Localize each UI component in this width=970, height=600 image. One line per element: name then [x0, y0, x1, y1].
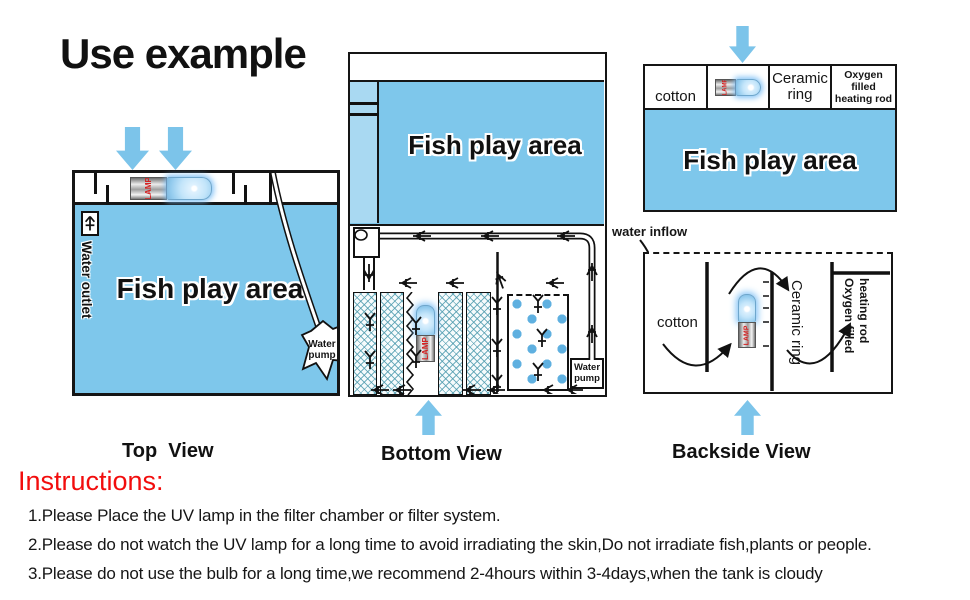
uv-lamp-icon: LAMP	[416, 305, 435, 362]
ceramic-ring-cell: Ceramic ring	[770, 66, 832, 108]
zigzag-filter-edge	[406, 292, 415, 395]
uv-lamp-icon: LAMP	[738, 294, 756, 348]
fish-play-area-label: Fish play area	[683, 144, 857, 175]
insert-arrow-down-icon	[116, 127, 149, 170]
top-view-tank: LAMP Water outlet Fish play area Water p…	[72, 170, 340, 396]
fish-area-region: Fish play area	[350, 80, 604, 226]
lid-slot	[106, 185, 109, 205]
filter-panel	[466, 292, 491, 395]
overflow-column	[350, 82, 379, 223]
lamp-metal-body: LAMP	[130, 177, 168, 200]
tank-lid-strip: LAMP	[75, 173, 337, 205]
insert-arrow-down-icon	[159, 127, 192, 170]
lid-slot	[232, 173, 235, 194]
lid-slot	[244, 185, 247, 205]
lamp-glass-bulb	[736, 78, 761, 96]
lamp-metal-body: LAMP	[715, 78, 737, 96]
page-title: Use example	[60, 30, 307, 77]
uv-lamp-icon: LAMP	[715, 78, 761, 96]
flow-up-icon	[84, 215, 96, 231]
bottom-view-tank: Fish play area LAMP Water pump	[348, 52, 607, 397]
water-outlet-symbol	[81, 211, 99, 236]
flow-arrow	[786, 322, 851, 365]
insert-arrow-down-icon	[729, 26, 756, 63]
lamp-metal-body: LAMP	[738, 322, 756, 348]
spray-outlet-port	[354, 229, 368, 241]
media-cells-strip: cotton LAMP Ceramic ring Oxygen filled h…	[645, 66, 895, 110]
instruction-line: 3.Please do not use the bulb for a long …	[28, 564, 823, 583]
bottom-view-caption: Bottom View	[381, 443, 502, 465]
water-pump-shape	[300, 319, 337, 382]
instructions-heading: Instructions:	[18, 466, 164, 496]
oxygen-rod-cell: Oxygen filled heating rod	[834, 69, 893, 105]
lid-slot	[94, 173, 97, 194]
backside-view-caption: Backside View	[672, 441, 811, 463]
pump-tube-graphic	[270, 173, 337, 382]
overflow-slot	[350, 102, 379, 105]
insert-arrow-up-icon	[415, 400, 442, 435]
oxygen-rod-label: Oxygen filled heating rod	[842, 278, 871, 354]
lamp-brand-text: LAMP	[743, 325, 751, 346]
ceramic-ring-label: Ceramic ring	[788, 280, 805, 366]
uv-lamp-icon: LAMP	[130, 177, 212, 200]
lamp-brand-text: LAMP	[722, 78, 729, 96]
water-inflow-label: water inflow	[612, 224, 688, 239]
cotton-label: cotton	[657, 314, 698, 331]
baffles-and-flow-graphic	[662, 262, 890, 391]
backside-filter-box: cotton LAMP Ceramic ring Oxygen filled h…	[643, 252, 893, 394]
water-pump-label: Water pump	[308, 339, 336, 361]
insert-arrow-up-icon	[734, 400, 761, 435]
instruction-line: 1.Please Place the UV lamp in the filter…	[28, 506, 501, 525]
drop-pipe	[363, 257, 375, 290]
instruction-line: 2.Please do not watch the UV lamp for a …	[28, 535, 872, 554]
spray-ticks	[763, 281, 769, 347]
water-outlet-label: Water outlet	[79, 241, 94, 319]
lid-divider	[269, 173, 272, 205]
lamp-metal-body: LAMP	[416, 334, 435, 362]
flow-arrow	[662, 342, 732, 367]
cotton-cell: cotton	[645, 66, 708, 108]
water-pump-box: Water pump	[570, 358, 604, 389]
lamp-glass-bulb	[738, 294, 756, 323]
fish-area-region: Fish play area	[645, 110, 895, 210]
top-view-caption: Top View	[122, 440, 214, 462]
pipework-graphic	[353, 227, 598, 394]
top-right-tank: cotton LAMP Ceramic ring Oxygen filled h…	[643, 64, 897, 212]
filter-panel	[380, 292, 404, 395]
main-pipe	[358, 232, 596, 360]
lamp-glass-bulb	[167, 177, 212, 200]
fish-play-area-label: Fish play area	[116, 273, 304, 304]
fish-play-area-label: Fish play area	[408, 130, 582, 160]
filter-panel	[438, 292, 463, 395]
lamp-glass-bulb	[416, 305, 435, 335]
flow-arrow	[728, 267, 790, 295]
overflow-slot	[350, 113, 379, 116]
lamp-cell: LAMP	[708, 66, 770, 108]
